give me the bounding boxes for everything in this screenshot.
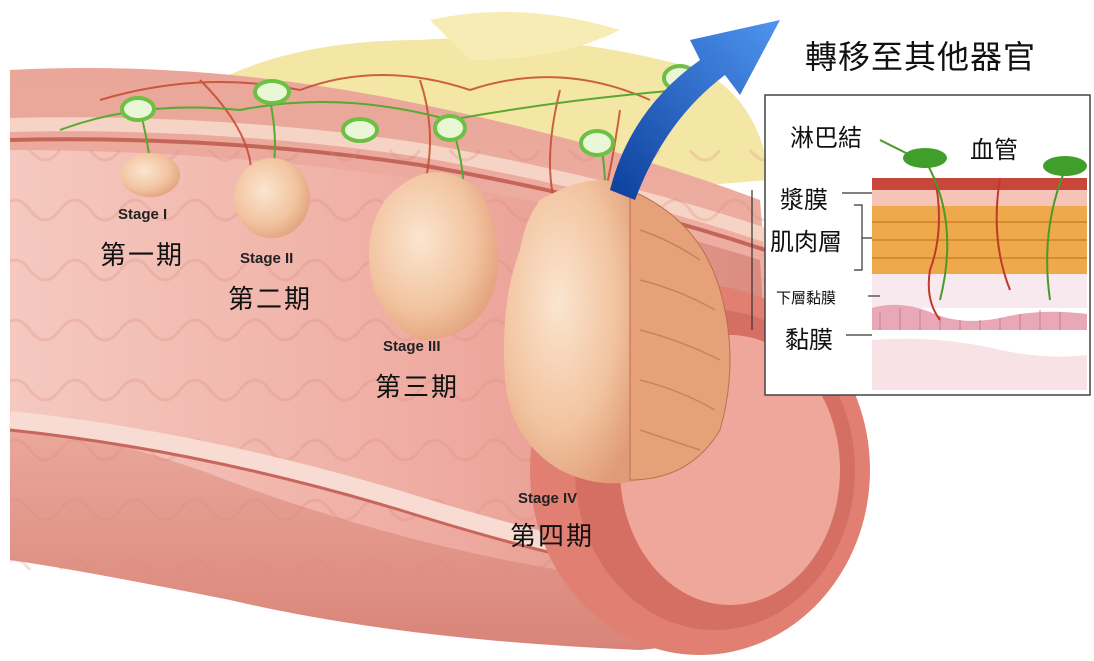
tumor-stage-1 — [120, 153, 180, 197]
stage-1-zh: 第一期 — [100, 235, 184, 272]
stage-1-en: Stage I — [118, 206, 167, 223]
metastasis-label: 轉移至其他器官 — [805, 32, 1036, 78]
inset-label-mucosa: 黏膜 — [785, 320, 833, 355]
stage-2-en: Stage II — [240, 250, 293, 267]
stage-2-zh: 第二期 — [228, 279, 312, 316]
inset-label-serosa: 漿膜 — [780, 180, 828, 215]
tumor-stage-2 — [234, 158, 310, 238]
inset-label-submucosa: 下層黏膜 — [776, 287, 836, 308]
tumor-stage-3 — [369, 172, 498, 340]
inset-label-blood-vessel: 血管 — [970, 130, 1018, 165]
inset-blood-node — [1043, 156, 1087, 176]
stage-4-en: Stage IV — [518, 490, 577, 507]
stage-3-en: Stage III — [383, 338, 441, 355]
inset-label-muscle: 肌肉層 — [770, 222, 842, 257]
inset-label-lymph-node: 淋巴結 — [790, 118, 862, 153]
inset-lymph-node — [903, 148, 947, 168]
stage-4-zh: 第四期 — [510, 516, 594, 553]
stage-3-zh: 第三期 — [375, 367, 459, 404]
